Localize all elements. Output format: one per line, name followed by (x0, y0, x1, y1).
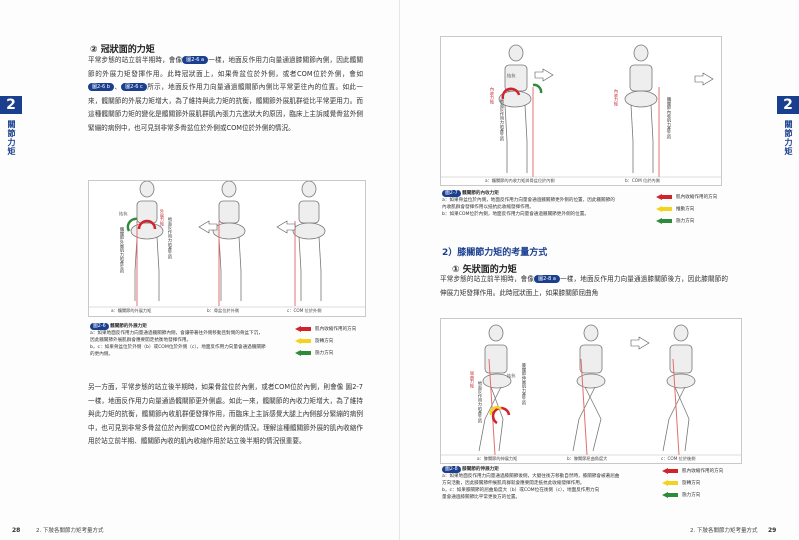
page-number-right: 29 (768, 527, 777, 534)
figure-2-6-illustration (89, 181, 365, 308)
figure-2-7: 內收力矩 拮抗 地面反作用力的產生的 內收力矩 髖關節內收肌力產生的 a：髖關節… (440, 36, 722, 186)
figure-2-6: 拮抗 外展力矩 髖關節外展肌力的產生的 地面反作用力的產生的 a：髖關節的外展力… (88, 180, 366, 317)
panel-label-b: b：膝關節屈曲角度大 (567, 456, 608, 461)
chapter-tab-text-right: 關節力矩 (784, 120, 793, 156)
section-heading-knee: 2）膝關節力矩的考量方式 (442, 248, 548, 258)
figure-2-8-legend: 肌內收縮作用的方向 旋轉方向 施力方向 (662, 466, 723, 502)
green-arrow-icon (295, 349, 311, 356)
legend-item-rotation: 旋轉方向 (295, 336, 356, 345)
figure-ref[interactable]: 圖2-6 c (121, 83, 147, 92)
paragraph-2: 另一方面，平常步態的站立後半期時，如果骨盆位於內側，或者COM位於內側，則會像 … (88, 383, 363, 446)
label-grf: 地面反作用力的產生的 (478, 381, 483, 423)
label-abductor-muscle: 髖關節外展肌力的產生的 (120, 227, 125, 274)
figure-number: 圖2-6 (90, 323, 109, 330)
figure-2-6-caption: 圖2-6 髖關節的外展力矩 a：如果地面反作用力向量通過髖關節內側，會讓帶著往外… (90, 323, 266, 357)
figure-2-8-illustration (441, 324, 741, 456)
legend-item-muscle: 肌內收縮作用的方向 (662, 466, 723, 475)
yellow-arrow-icon (662, 479, 678, 486)
section-heading: ② 冠狀面的力矩 (90, 45, 155, 55)
figure-2-7-illustration (441, 44, 721, 178)
figure-number: 圖2-7 (442, 190, 461, 197)
legend-item-rotation: 旋轉方向 (662, 478, 723, 487)
red-arrow-icon (295, 325, 311, 332)
panel-label-b: b：COM 位於內側 (625, 178, 660, 183)
panel-label-c: c：COM 位於外側 (287, 308, 322, 313)
label-antagonism-a: 拮抗 (507, 73, 516, 78)
label-adduction-moment-b: 內收力矩 (614, 89, 619, 106)
yellow-arrow-icon (295, 337, 311, 344)
label-adduction-moment-a: 內收力矩 (490, 87, 495, 104)
panel-label-a: a：髖關節的外展力矩 (111, 308, 152, 313)
label-abduction-moment: 外展力矩 (160, 209, 165, 226)
legend-item-force: 施力方向 (656, 216, 717, 225)
panel-label-c: c：COM 位於後側 (661, 456, 696, 461)
sub-heading-sagittal: ① 矢狀面的力矩 (452, 265, 517, 275)
figure-2-6-legend: 肌內收縮作用的方向 旋轉方向 施力方向 (295, 324, 356, 360)
chapter-tab-text-left: 關節力矩 (7, 120, 16, 156)
legend-item-force: 施力方向 (662, 490, 723, 499)
legend-item-rotation: 推動方向 (656, 204, 717, 213)
label-flexion-moment: 屈曲力矩 (470, 371, 475, 388)
chapter-tab-left: 2 (0, 96, 22, 114)
footer-right: 2. 下肢各關節力矩考量方式 (690, 528, 758, 534)
red-arrow-icon (656, 193, 672, 200)
legend-item-force: 施力方向 (295, 348, 356, 357)
label-extensor-muscle: 膝關節伸展肌力產生的 (522, 363, 527, 405)
right-page: 2 關節力矩 (400, 0, 799, 540)
legend-item-muscle: 肌內收縮作用的方向 (295, 324, 356, 333)
page-number-left: 28 (12, 527, 21, 534)
label-antagonism: 拮抗 (119, 211, 128, 216)
footer-left: 2. 下肢各關節力矩考量方式 (36, 528, 104, 534)
legend-item-muscle: 肌內收縮作用的方向 (656, 192, 717, 201)
panel-label-b: b：骨盆位於外側 (207, 308, 239, 313)
figure-ref[interactable]: 圖2-6 a (182, 56, 209, 64)
green-arrow-icon (656, 217, 672, 224)
yellow-arrow-icon (656, 205, 672, 212)
skeleton-figure (130, 181, 164, 301)
label-grf: 地面反作用力的產生的 (168, 217, 173, 259)
figure-number: 圖2-8 (442, 466, 461, 473)
figure-2-7-caption: 圖2-7 髖關節的內收力矩 a：如果骨盆位於內側，地面反作用力向量會通過髖關節更… (442, 190, 615, 217)
figure-ref[interactable]: 圖2-6 b (88, 83, 114, 92)
figure-2-8: 屈曲力矩 拮抗 地面反作用力的產生的 膝關節伸展肌力產生的 a：膝關節的伸展力矩… (440, 318, 742, 464)
chapter-tab-right: 2 (777, 96, 799, 114)
label-antagonism: 拮抗 (507, 373, 516, 378)
label-adductor-muscle-b: 髖關節內收肌力產生的 (667, 97, 672, 139)
panel-label-a: a：髖關節的內收力矩與骨盆位於內側 (485, 178, 555, 183)
figure-2-8-caption: 圖2-8 膝關節的伸展力矩 a：如果地面反作用力向量通過膝關節後側，大腿往後方移… (442, 466, 620, 500)
figure-ref[interactable]: 圖2-8 a (534, 275, 560, 283)
red-arrow-icon (662, 467, 678, 474)
green-arrow-icon (662, 491, 678, 498)
panel-label-a: a：膝關節的伸展力矩 (477, 456, 518, 461)
label-grf-a: 地面反作用力的產生的 (500, 99, 505, 141)
figure-2-7-legend: 肌內收縮作用的方向 推動方向 施力方向 (656, 192, 717, 228)
